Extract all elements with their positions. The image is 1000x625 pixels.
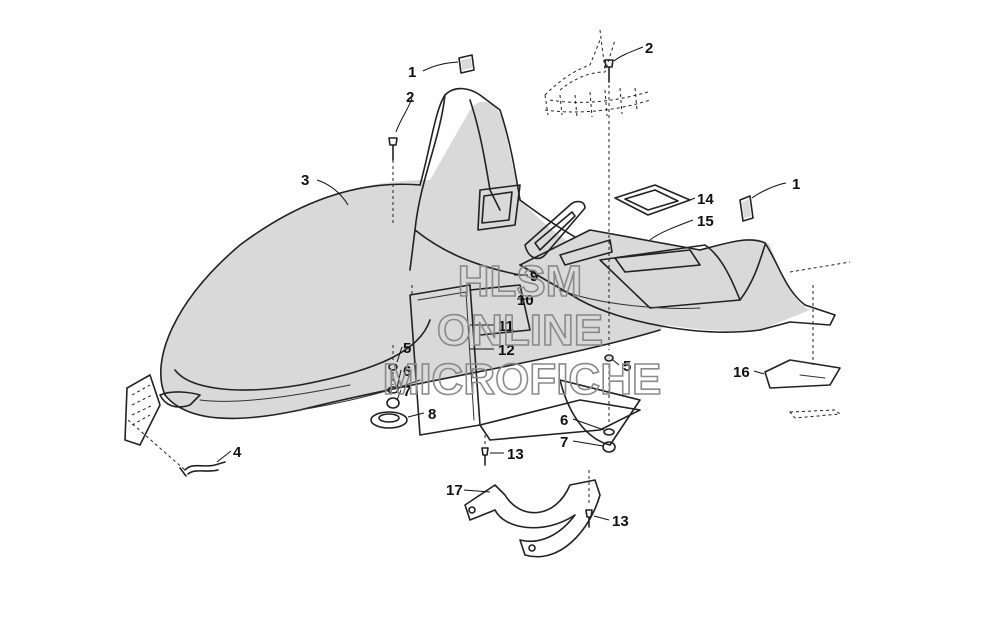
callout-7-left: 7 (403, 383, 411, 400)
assembly-lines (127, 85, 814, 505)
callout-10: 10 (517, 292, 534, 309)
leader-lines (216, 46, 787, 521)
callout-12: 12 (498, 342, 515, 359)
watermark-line-3: MICROFICHE (383, 355, 662, 404)
watermark: HLSM ONLINE MICROFICHE (382, 256, 662, 405)
grab-handle-part (524, 200, 613, 266)
callout-6-right: 6 (560, 412, 568, 429)
side-panel-part (409, 284, 641, 446)
callout-11: 11 (498, 318, 514, 335)
callout-5-left: 5 (403, 340, 411, 357)
callout-4: 4 (233, 444, 242, 461)
watermark-line-2: ONLINE (437, 306, 603, 355)
callout-labels: 1 2 2 3 1 14 15 9 10 11 12 5 6 7 8 5 16 … (233, 40, 800, 530)
hardware (124, 54, 851, 558)
callout-5-right: 5 (623, 358, 631, 375)
callout-3: 3 (301, 172, 309, 189)
callout-6-left: 6 (403, 363, 411, 380)
watermark-line-1: HLSM (458, 257, 583, 306)
callout-9: 9 (530, 268, 538, 285)
seat-shell-part (159, 87, 700, 420)
callout-17: 17 (446, 482, 463, 499)
callout-1-right: 1 (792, 176, 800, 193)
callout-1-left: 1 (408, 64, 416, 81)
seat-rear-part (519, 229, 836, 333)
callout-2-left: 2 (406, 89, 414, 106)
callout-15: 15 (697, 213, 714, 230)
backrest-frame-part (544, 29, 651, 118)
callout-8: 8 (428, 406, 436, 423)
callout-13-left: 13 (507, 446, 524, 463)
callout-7-right: 7 (560, 434, 568, 451)
callout-14: 14 (697, 191, 714, 208)
callout-16: 16 (733, 364, 750, 381)
callout-13-right: 13 (612, 513, 629, 530)
callout-2-top: 2 (645, 40, 653, 57)
pad-part (614, 184, 691, 216)
